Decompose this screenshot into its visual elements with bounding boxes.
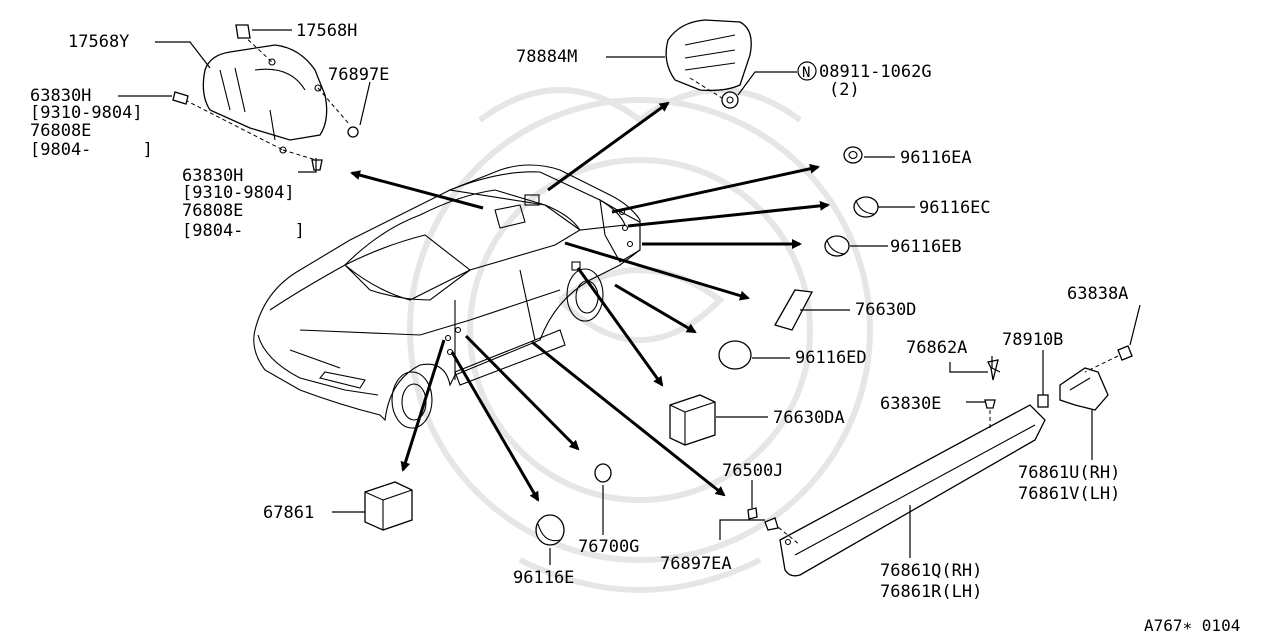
label-76630DA: 76630DA <box>773 408 845 428</box>
part-63838A-screw <box>1084 345 1133 373</box>
label-76808E-b: 76808E <box>182 201 243 221</box>
part-67861-pad <box>364 481 413 531</box>
label-76862A: 76862A <box>906 338 967 358</box>
part-17568H-clip <box>235 24 251 39</box>
label-76808E-a: 76808E <box>30 121 91 141</box>
part-labels: 17568Y 17568H 63830H [9310-9804] 76808E … <box>30 21 1240 635</box>
part-76861Q-sill-molding <box>772 404 1046 577</box>
pointer-arrows <box>350 101 830 502</box>
label-96116EA: 96116EA <box>900 148 972 168</box>
label-76861R: 76861R(LH) <box>880 582 982 602</box>
label-96116E: 96116E <box>513 568 574 588</box>
part-96116E-plug <box>535 514 565 546</box>
label-17568Y: 17568Y <box>68 32 129 52</box>
label-76700G: 76700G <box>578 537 639 557</box>
diagram-code: A767∗ 0104 <box>1144 616 1240 635</box>
label-96116ED: 96116ED <box>795 348 867 368</box>
label-63830H-a: 63830H <box>30 86 91 106</box>
part-08911-nut <box>689 77 739 109</box>
car-body-drawing <box>253 164 641 429</box>
label-78884M: 78884M <box>516 47 577 67</box>
label-76861V: 76861V(LH) <box>1018 484 1120 504</box>
part-76861U-bracket <box>1059 367 1109 411</box>
label-08911-1062G: 08911-1062G <box>819 62 932 82</box>
label-76861U: 76861U(RH) <box>1018 463 1120 483</box>
label-78910B: 78910B <box>1002 330 1063 350</box>
watermark-emblem <box>407 87 873 593</box>
label-96116EB: 96116EB <box>890 237 962 257</box>
label-76897E: 76897E <box>328 65 389 85</box>
label-76500J: 76500J <box>722 461 783 481</box>
leader-lines <box>118 29 1141 565</box>
part-96116ED-seal <box>718 340 752 370</box>
part-76630DA-pad <box>669 394 716 446</box>
label-96116EC: 96116EC <box>919 198 991 218</box>
part-96116EC-plug <box>853 196 879 218</box>
part-63830H-rivet <box>172 91 323 171</box>
part-63830E-rivet <box>984 399 996 430</box>
label-67861: 67861 <box>263 503 314 523</box>
part-76862A-screw <box>987 359 999 381</box>
label-date-b1: [9310-9804] <box>182 183 295 203</box>
part-76897EA-clip <box>764 517 779 531</box>
part-78884M-finisher <box>665 19 752 92</box>
label-date-a1: [9310-9804] <box>30 103 143 123</box>
part-76700G-seal <box>594 463 612 483</box>
part-76897E-clip <box>347 126 359 138</box>
label-08911-qty: (2) <box>829 80 860 100</box>
part-76500J-clip <box>747 507 758 520</box>
part-96116EB-plug <box>824 235 850 257</box>
part-78910B-clip <box>1037 394 1049 408</box>
label-76897EA: 76897EA <box>660 554 732 574</box>
label-63830E: 63830E <box>880 394 941 414</box>
label-17568H: 17568H <box>296 21 357 41</box>
label-63830H-b: 63830H <box>182 166 243 186</box>
label-date-a2: [9804- ] <box>30 140 153 160</box>
part-76630D-pad <box>774 289 814 331</box>
part-96116EA-grommet <box>843 146 863 164</box>
label-nut-symbol: N <box>802 65 810 81</box>
label-76630D: 76630D <box>855 300 916 320</box>
label-76861Q: 76861Q(RH) <box>880 561 982 581</box>
label-date-b2: [9804- ] <box>182 221 305 241</box>
label-63838A: 63838A <box>1067 284 1128 304</box>
part-17568Y-cover <box>184 34 351 161</box>
